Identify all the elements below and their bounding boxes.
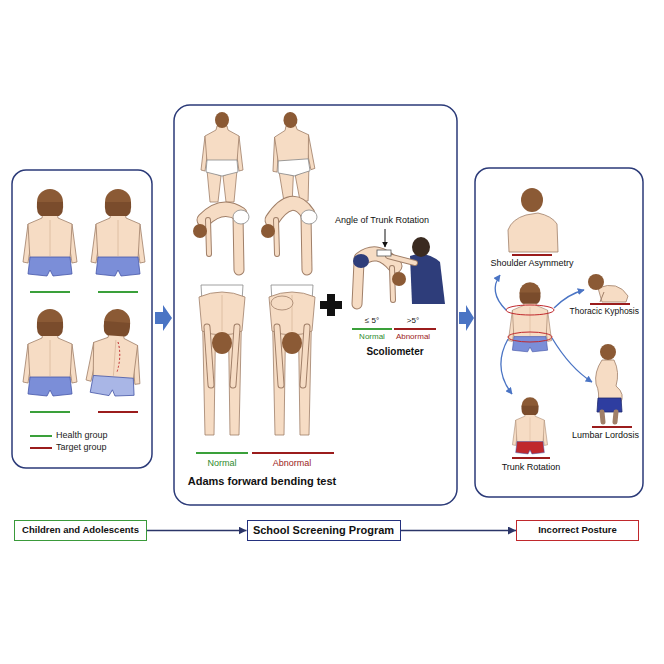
box-text: School Screening Program <box>253 524 394 537</box>
group-underlines <box>30 292 138 412</box>
illustration-part <box>508 332 552 342</box>
illustration-part <box>394 328 436 330</box>
illustration-part <box>501 339 512 394</box>
illustration-part <box>91 189 145 276</box>
illustration-part <box>357 262 359 304</box>
illustration-part <box>201 112 243 202</box>
illustration-part <box>495 275 506 310</box>
posture-underlines <box>512 255 632 458</box>
illustration-part <box>23 309 77 396</box>
illustration-part <box>388 256 415 263</box>
illustration-part <box>30 291 70 293</box>
illustration-part <box>588 274 604 290</box>
illustration-part <box>155 305 172 331</box>
flow-box: Children and Adolescents <box>14 520 147 541</box>
legend-swatch <box>30 447 52 449</box>
figure-label: Shoulder Asymmetry <box>490 258 573 268</box>
illustration-part <box>392 268 393 300</box>
illustration-part <box>388 256 415 263</box>
plus-sign <box>320 294 342 316</box>
illustration-part <box>598 285 628 302</box>
illustration-part <box>512 457 550 459</box>
illustration-part <box>357 262 359 304</box>
illustration-part <box>554 290 584 308</box>
illustration-part <box>269 111 317 204</box>
illustration-part <box>117 342 120 372</box>
pointer-arrows <box>495 275 592 394</box>
illustration-part <box>600 344 616 360</box>
illustration-part <box>377 250 391 256</box>
adams-underlines <box>196 452 334 454</box>
illustration-part <box>600 292 604 302</box>
illustration-part <box>199 285 245 435</box>
illustration-part <box>385 229 386 247</box>
box-text: Children and Adolescents <box>22 525 139 536</box>
illustration-part <box>508 282 551 352</box>
illustration-part <box>512 254 552 256</box>
illustration-part <box>459 305 474 331</box>
illustration-part <box>521 188 543 212</box>
illustration-part <box>271 296 293 310</box>
illustration-part <box>392 268 393 300</box>
figure-label: ≤ 5° <box>365 316 379 325</box>
figure-label: Lumbar Lordosis <box>572 430 639 440</box>
flow-arrow <box>401 530 517 532</box>
child-figures <box>23 189 145 398</box>
illustration-part <box>508 213 558 252</box>
figure-label: Normal <box>359 332 385 341</box>
legend-text: Target group <box>56 442 107 452</box>
illustration-part <box>353 254 369 268</box>
illustration-part <box>85 307 145 398</box>
figure-label: Thoracic Kyphosis <box>570 307 639 317</box>
illustration-part <box>269 285 315 435</box>
box-text: Incorrect Posture <box>538 525 617 536</box>
illustration-part <box>512 397 547 454</box>
illustration-part <box>98 291 138 293</box>
legend-swatch <box>30 435 52 437</box>
figure-label: Abnormal <box>273 458 312 468</box>
figure-label: Scoliometer <box>366 346 423 358</box>
illustration-part <box>174 105 457 505</box>
scoliometer-scene <box>353 229 445 304</box>
illustration-part <box>590 303 630 305</box>
illustration-part <box>252 452 334 454</box>
scoliometer-underlines <box>352 328 436 330</box>
panel-frames <box>12 105 643 505</box>
figure-label: Normal <box>207 458 236 468</box>
flow-arrow <box>147 530 247 532</box>
illustration-part <box>352 328 392 330</box>
illustration-part <box>602 412 616 422</box>
adams-figures <box>193 111 317 435</box>
figure-label: Angle of Trunk Rotation <box>335 215 429 225</box>
illustration-part <box>596 360 623 404</box>
posture-figures <box>506 188 628 454</box>
figure-label: Adams forward bending test <box>188 475 337 488</box>
figure-label: >5° <box>407 316 419 325</box>
flow-box: School Screening Program <box>247 520 401 541</box>
illustration-part <box>592 426 632 428</box>
illustration-part <box>193 209 249 270</box>
illustration-part <box>392 272 406 286</box>
illustration-part <box>506 305 554 315</box>
legend-text: Health group <box>56 430 108 440</box>
illustration-part <box>30 411 70 413</box>
figure-label: Trunk Rotation <box>502 462 561 472</box>
figure-label: Abnormal <box>396 332 430 341</box>
illustration-part <box>475 168 643 497</box>
illustration-part <box>552 338 592 382</box>
flow-box: Incorrect Posture <box>516 520 639 541</box>
illustration-part <box>23 189 77 276</box>
illustration-part <box>261 203 317 270</box>
illustration-part <box>98 411 138 413</box>
illustration-part <box>12 170 152 468</box>
illustration-part <box>412 237 430 257</box>
illustration-part <box>196 452 248 454</box>
